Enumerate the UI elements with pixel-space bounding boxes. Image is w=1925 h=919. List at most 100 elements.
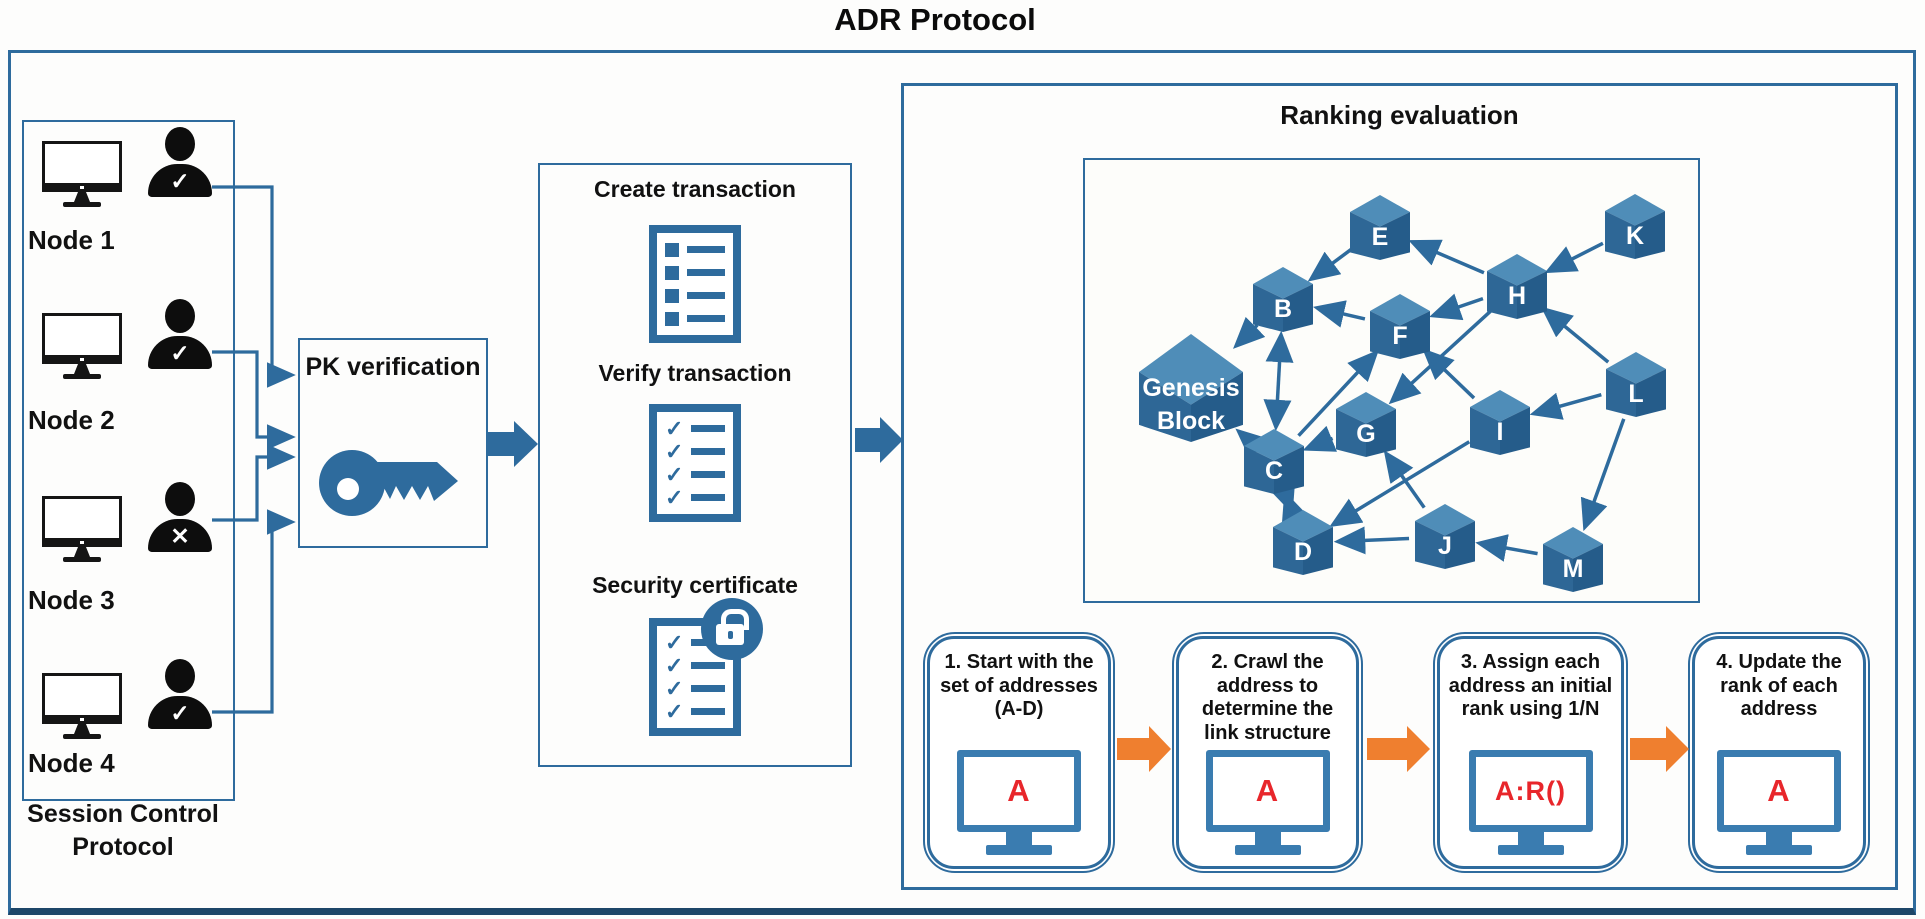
edge-L-I — [1529, 392, 1602, 420]
cube-face — [1543, 544, 1573, 592]
security-certificate-label: Security certificate — [592, 572, 798, 598]
check-icon: ✓ — [665, 439, 684, 464]
edge-B-C — [1263, 330, 1294, 432]
edge-K-H — [1544, 241, 1604, 274]
step-3-inner: 3. Assign each address an initial rank u… — [1437, 636, 1624, 869]
block-node-I: I — [1470, 390, 1530, 455]
check-icon: ✓ — [170, 700, 190, 726]
node-3-label: Node 3 — [28, 585, 115, 615]
check-icon: ✓ — [665, 653, 684, 678]
user-rejected-icon: ✕ — [148, 482, 212, 552]
step-2-box: 2. Crawl the address to determine the li… — [1172, 632, 1363, 873]
cube-face — [1273, 527, 1303, 575]
cube-face — [1487, 254, 1547, 286]
monitor-stand — [74, 192, 90, 202]
verified-checklist-icon: ✓ ✓ ✓ ✓ — [649, 404, 741, 522]
padlock-icon — [701, 598, 763, 660]
padlock-keyhole — [728, 631, 733, 639]
step-4-title: 4. Update the rank of each address — [1716, 651, 1842, 721]
cube-face — [1605, 194, 1665, 226]
certificate-checklist-icon: ✓ ✓ ✓ ✓ — [649, 598, 763, 736]
block-node-B: B — [1253, 267, 1313, 332]
cube-face — [1191, 372, 1243, 442]
cube-face — [1380, 212, 1410, 260]
check-icon: ✓ — [665, 699, 684, 724]
cube-face — [1273, 510, 1333, 542]
list-row — [665, 288, 725, 303]
block-node-F: F — [1370, 294, 1430, 359]
cube-face — [1274, 446, 1304, 494]
monitor-screen: A:R() — [1468, 750, 1593, 832]
text-line — [687, 315, 725, 322]
edge-M-J — [1475, 534, 1538, 562]
ranking-evaluation-panel — [901, 83, 1898, 890]
check-row: ✓ — [665, 418, 725, 440]
cube-face — [1370, 294, 1430, 326]
block-node-D: D — [1273, 510, 1333, 575]
monitor-base — [1234, 845, 1301, 855]
cube-face — [1445, 521, 1475, 569]
monitor-stand — [1517, 832, 1544, 845]
cube-face — [1400, 311, 1430, 359]
edge-I-D — [1329, 440, 1471, 528]
monitor-base — [986, 845, 1052, 855]
monitor-icon: A — [1717, 750, 1841, 858]
protocol-outer-frame — [8, 50, 1916, 915]
check-row: ✓ — [665, 653, 725, 678]
block-node-label: G — [1356, 420, 1375, 448]
check-icon: ✓ — [665, 485, 684, 510]
edge-H-E — [1408, 239, 1485, 275]
monitor-stand — [74, 724, 90, 734]
monitor-base — [1497, 845, 1564, 855]
check-row: ✓ — [665, 464, 725, 486]
step-1-inner: 1. Start with the set of addresses (A-D)… — [927, 636, 1111, 869]
pk-verification-box — [298, 338, 488, 548]
cube-face — [1303, 527, 1333, 575]
cube-face — [1370, 311, 1400, 359]
block-node-G: G — [1336, 392, 1396, 457]
cube-face — [1336, 392, 1396, 424]
monitor-screen — [42, 673, 122, 721]
text-line — [691, 662, 725, 669]
monitor-dot — [80, 186, 84, 189]
edge-F-B — [1312, 300, 1366, 328]
padlock-shackle — [721, 609, 749, 630]
monitor-stand — [1766, 832, 1792, 845]
cube-face — [1253, 267, 1313, 299]
text-line — [691, 448, 725, 455]
monitor-dot — [80, 358, 84, 361]
monitor-base — [63, 374, 101, 379]
cube-face — [1139, 372, 1191, 442]
step-1-title: 1. Start with the set of addresses (A-D) — [940, 651, 1098, 721]
step-2-inner: 2. Crawl the address to determine the li… — [1176, 636, 1359, 869]
text-line — [687, 269, 725, 276]
edge-L-M — [1580, 418, 1626, 532]
text-line — [687, 292, 725, 299]
step-3-box: 3. Assign each address an initial rank u… — [1433, 632, 1628, 873]
block-node-L: L — [1606, 352, 1666, 417]
cube-face — [1415, 521, 1445, 569]
check-row: ✓ — [665, 699, 725, 724]
monitor-base — [63, 734, 101, 739]
monitor-dot — [80, 718, 84, 721]
monitor-base — [1746, 845, 1812, 855]
cube-face — [1470, 407, 1500, 455]
bullet-square — [665, 265, 679, 280]
edge-J-D — [1333, 526, 1410, 555]
step-2-title: 2. Crawl the address to determine the li… — [1201, 651, 1334, 744]
block-node-E: E — [1350, 195, 1410, 260]
check-row: ✓ — [665, 678, 725, 700]
edge-C-F — [1297, 349, 1380, 437]
node-4-label: Node 4 — [28, 748, 115, 778]
monitor-icon: A — [957, 750, 1081, 858]
edge-I-F — [1422, 348, 1476, 400]
create-transaction-label: Create transaction — [594, 176, 796, 202]
computer-monitor-icon — [42, 313, 128, 381]
cube-face — [1244, 446, 1274, 494]
text-line — [691, 425, 725, 432]
genesis-block-label: Block — [1157, 407, 1225, 435]
monitor-screen — [42, 496, 122, 544]
edge-C-GEN — [1235, 428, 1269, 460]
